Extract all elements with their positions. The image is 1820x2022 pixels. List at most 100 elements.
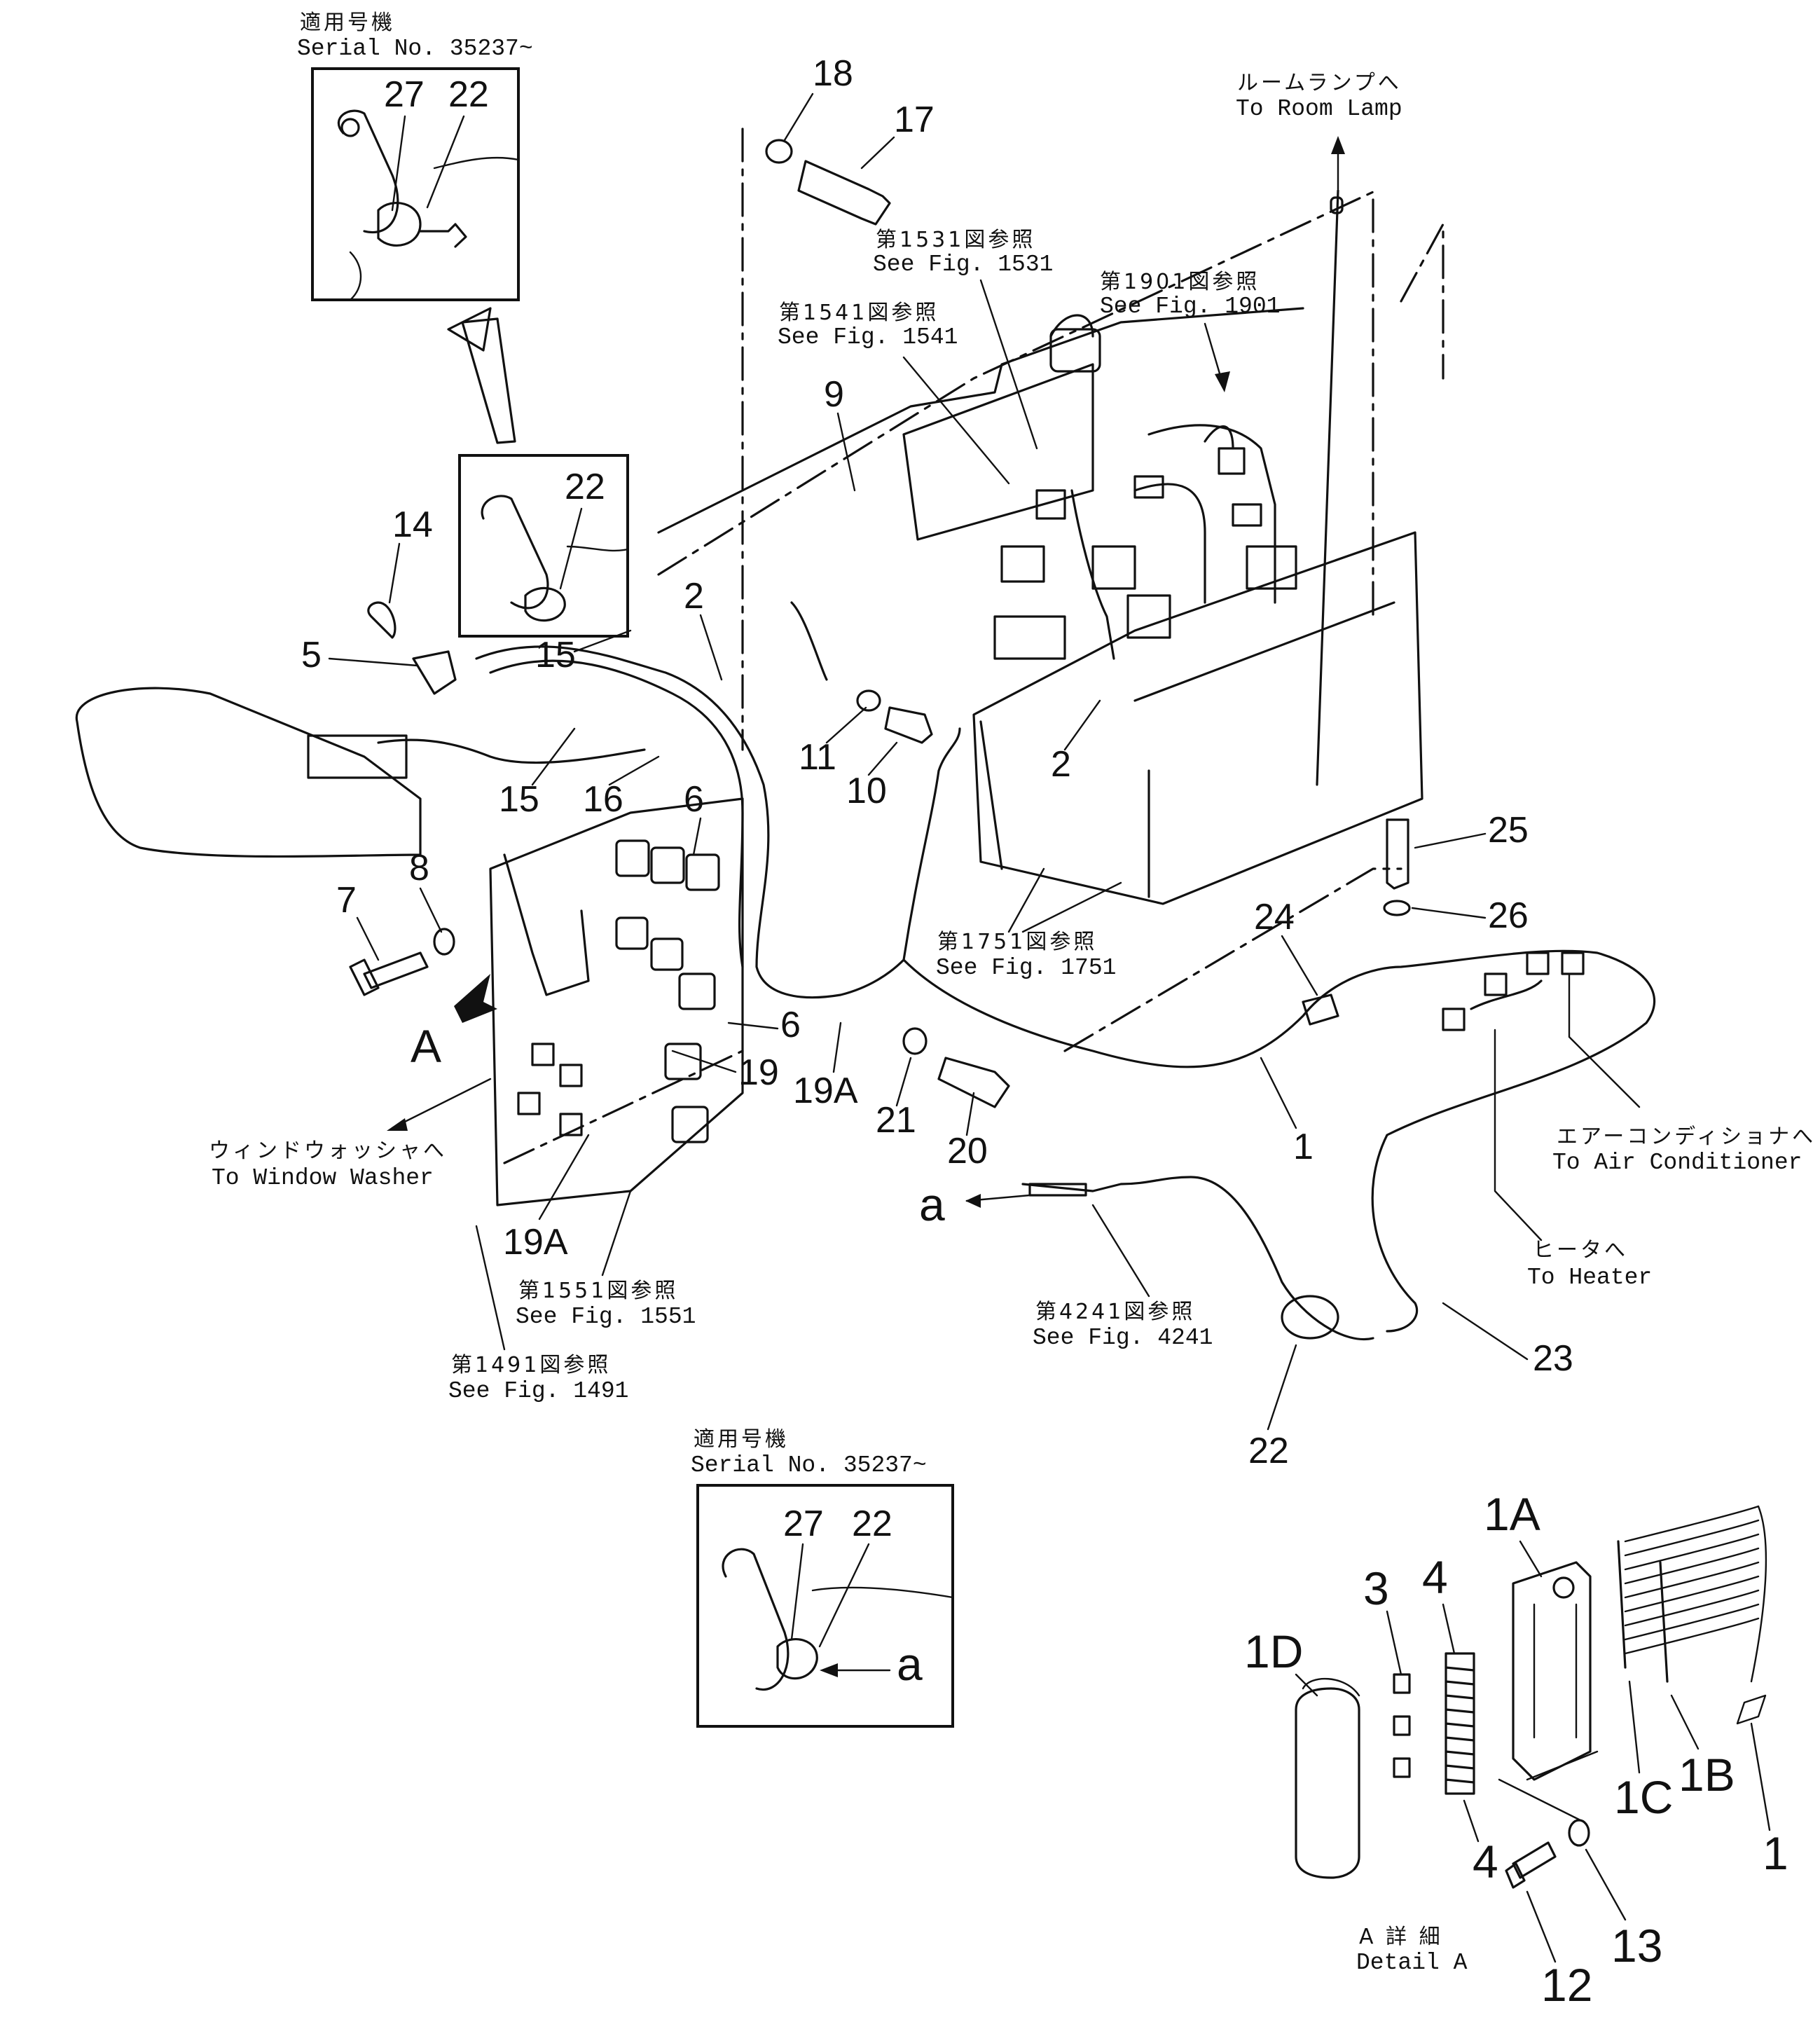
seat bbox=[75, 687, 422, 858]
detail-a-letter: A bbox=[411, 1020, 441, 1072]
callout-11: 11 bbox=[799, 737, 836, 778]
callout-24: 24 bbox=[1254, 897, 1295, 937]
ref-1551-jp: 第1551図参照 bbox=[518, 1279, 678, 1303]
callout-17: 17 bbox=[894, 99, 935, 140]
part-4-terminals bbox=[1445, 1652, 1475, 1795]
cable-to-a bbox=[1021, 1176, 1374, 1340]
part-1A-housing bbox=[1512, 1561, 1592, 1781]
serial-bottom-jp: 適用号機 bbox=[694, 1427, 789, 1452]
callout-9: 9 bbox=[824, 374, 844, 415]
washer-18 bbox=[765, 139, 793, 164]
ref-heater-en: To Heater bbox=[1527, 1265, 1652, 1291]
serial-top-lever bbox=[337, 109, 399, 234]
callout-2-upper: 2 bbox=[684, 576, 704, 617]
ref-1531-jp: 第1531図参照 bbox=[876, 228, 1035, 252]
serial-bottom-frame bbox=[696, 1484, 954, 1728]
callout-7: 7 bbox=[336, 880, 357, 921]
serial-top-en: Serial No. 35237~ bbox=[297, 36, 533, 62]
ref-ac-jp: エアーコンディショナへ bbox=[1557, 1125, 1816, 1149]
part-1D-cover bbox=[1295, 1687, 1360, 1879]
antenna bbox=[1316, 189, 1339, 786]
callout-23: 23 bbox=[1533, 1338, 1573, 1379]
serial-bottom-callout-27: 27 bbox=[783, 1504, 824, 1544]
callout-18: 18 bbox=[813, 53, 853, 94]
switch-14 bbox=[367, 601, 397, 639]
bolt-17 bbox=[797, 160, 891, 226]
ref-4241-jp: 第4241図参照 bbox=[1035, 1300, 1195, 1324]
main-harness bbox=[475, 645, 905, 999]
part-12-screw bbox=[1505, 1841, 1557, 1889]
callout-8: 8 bbox=[409, 848, 429, 888]
ref-1531-en: See Fig. 1531 bbox=[873, 252, 1053, 277]
inset-middle: 22 bbox=[458, 454, 629, 638]
fuse-housing bbox=[489, 797, 744, 1206]
ref-room-lamp-en: To Room Lamp bbox=[1236, 96, 1402, 122]
ref-washer-jp: ウィンドウォッシャへ bbox=[209, 1139, 447, 1163]
washer-21 bbox=[902, 1027, 928, 1055]
ref-1491-en: See Fig. 1491 bbox=[448, 1378, 628, 1404]
clamp-24 bbox=[1302, 993, 1339, 1026]
ref-heater-jp: ヒータへ bbox=[1533, 1238, 1628, 1263]
callout-2-right: 2 bbox=[1051, 744, 1071, 785]
detail-a: 1A 1D 3 4 4 1C 1B 1 12 13 A 詳 細 Detail A bbox=[1244, 1488, 1788, 2011]
part-13-washer bbox=[1568, 1819, 1590, 1847]
serial-bottom-ref-a: a bbox=[897, 1638, 923, 1690]
detail-a-jp: A 詳 細 bbox=[1359, 1925, 1443, 1949]
bolt-20 bbox=[937, 1057, 1010, 1108]
callout-19A-right: 19A bbox=[793, 1071, 858, 1111]
ref-1901-jp: 第1901図参照 bbox=[1100, 270, 1260, 294]
reference-labels: ルームランプへ To Room Lamp 第1531図参照 See Fig. 1… bbox=[209, 71, 1816, 1404]
cab-frame bbox=[75, 128, 1656, 1340]
ref-1551-en: See Fig. 1551 bbox=[516, 1304, 696, 1330]
detail-a-en: Detail A bbox=[1356, 1950, 1468, 1976]
small-a-letter: a bbox=[919, 1178, 945, 1230]
callout-1A: 1A bbox=[1484, 1488, 1540, 1540]
serial-inset-bottom: 適用号機 Serial No. 35237~ 27 22 a bbox=[691, 1427, 954, 1728]
callout-6-lower: 6 bbox=[780, 1005, 801, 1045]
relay-box bbox=[902, 363, 1094, 541]
serial-top-callout-27: 27 bbox=[384, 74, 425, 115]
callout-21: 21 bbox=[876, 1100, 916, 1141]
callout-12: 12 bbox=[1541, 1959, 1592, 2011]
callout-15-upper: 15 bbox=[535, 635, 576, 675]
callout-22: 22 bbox=[1248, 1431, 1289, 1471]
detail-a-arrow bbox=[454, 974, 497, 1023]
serial-top-frame bbox=[311, 67, 520, 301]
washer-26 bbox=[1383, 900, 1411, 916]
callout-25: 25 bbox=[1488, 810, 1529, 851]
serial-inset-top: 適用号機 Serial No. 35237~ 27 22 bbox=[297, 11, 533, 301]
callout-10: 10 bbox=[846, 771, 887, 811]
bolt-25 bbox=[1386, 818, 1409, 890]
callout-16: 16 bbox=[583, 779, 623, 820]
callout-15-lower: 15 bbox=[499, 779, 539, 820]
callout-6-upper: 6 bbox=[684, 779, 704, 820]
ref-1541-jp: 第1541図参照 bbox=[779, 301, 939, 325]
callout-1: 1 bbox=[1293, 1127, 1314, 1167]
callout-20: 20 bbox=[947, 1131, 988, 1171]
hollow-arrow-up bbox=[447, 307, 516, 444]
ref-1541-en: See Fig. 1541 bbox=[778, 324, 958, 350]
serial-top-callout-22: 22 bbox=[448, 74, 489, 115]
callout-14: 14 bbox=[392, 504, 433, 545]
serial-bottom-callout-22: 22 bbox=[852, 1504, 892, 1544]
callout-1C: 1C bbox=[1614, 1771, 1673, 1823]
ref-4241-en: See Fig. 4241 bbox=[1033, 1325, 1213, 1351]
ref-1751-en: See Fig. 1751 bbox=[936, 955, 1116, 981]
ref-room-lamp-jp: ルームランプへ bbox=[1237, 71, 1402, 95]
callout-1-detail: 1 bbox=[1763, 1827, 1788, 1879]
connector-plate bbox=[307, 734, 408, 779]
callout-4-lower: 4 bbox=[1473, 1836, 1498, 1887]
washer-8 bbox=[433, 928, 455, 956]
ref-ac-en: To Air Conditioner bbox=[1552, 1150, 1802, 1176]
callout-19: 19 bbox=[738, 1052, 779, 1093]
ref-1491-jp: 第1491図参照 bbox=[451, 1353, 611, 1377]
bolt-7 bbox=[349, 951, 429, 996]
ref-washer-en: To Window Washer bbox=[212, 1165, 434, 1191]
switch-5 bbox=[412, 650, 457, 695]
inset-middle-callout-22: 22 bbox=[565, 467, 605, 507]
ref-1901-en: See Fig. 1901 bbox=[1100, 294, 1280, 319]
washer-11 bbox=[856, 689, 881, 712]
callout-26: 26 bbox=[1488, 895, 1529, 936]
detail-a-marker: A a bbox=[411, 974, 1031, 1230]
callout-1B: 1B bbox=[1678, 1749, 1735, 1801]
